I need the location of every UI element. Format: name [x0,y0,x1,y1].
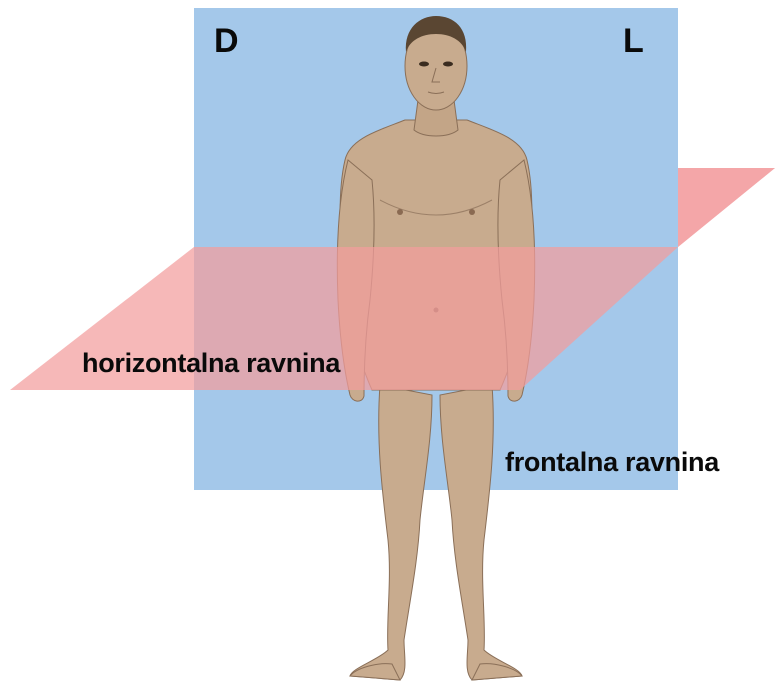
right-foot [472,664,522,680]
right-nipple [469,209,475,215]
right-eye [443,62,453,67]
horizontal-plane-label: horizontalna ravnina [82,350,340,377]
left-eye [419,62,429,67]
left-foot [350,664,400,680]
side-label-l: L [623,24,644,58]
left-nipple [397,209,403,215]
side-label-d: D [214,24,239,58]
frontal-plane-label: frontalna ravnina [505,449,719,476]
